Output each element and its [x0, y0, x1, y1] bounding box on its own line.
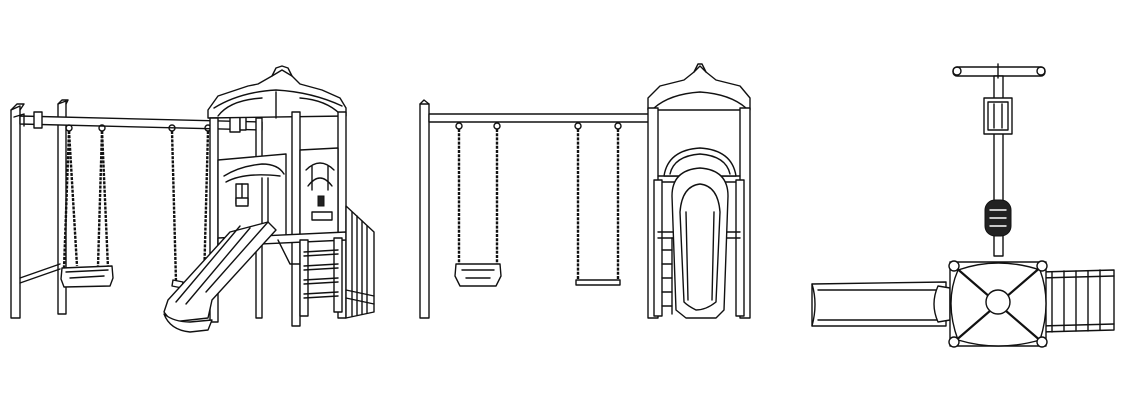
ladder: [277, 237, 343, 317]
slide-front: [671, 167, 729, 319]
bucket-swing-front: [454, 122, 502, 287]
playset-plan-view-icon: [811, 63, 1115, 348]
playset-perspective-icon: [10, 65, 375, 333]
bucket-swing: [60, 124, 114, 288]
slide: [163, 221, 277, 333]
swing-frame: [10, 99, 263, 319]
bucket-seat-top: [983, 97, 1013, 135]
swing-beam-top: [952, 63, 1046, 257]
tower-roof-top: [948, 260, 1048, 348]
stairs-top: [1039, 269, 1115, 333]
belt-seat-top: [984, 199, 1012, 237]
stair-railing: [345, 205, 375, 319]
slide-top: [811, 281, 951, 327]
tower-front: [647, 63, 751, 319]
belt-swing-front: [574, 122, 622, 286]
playset-front-elevation-icon: [419, 63, 751, 319]
tower: [207, 65, 347, 327]
